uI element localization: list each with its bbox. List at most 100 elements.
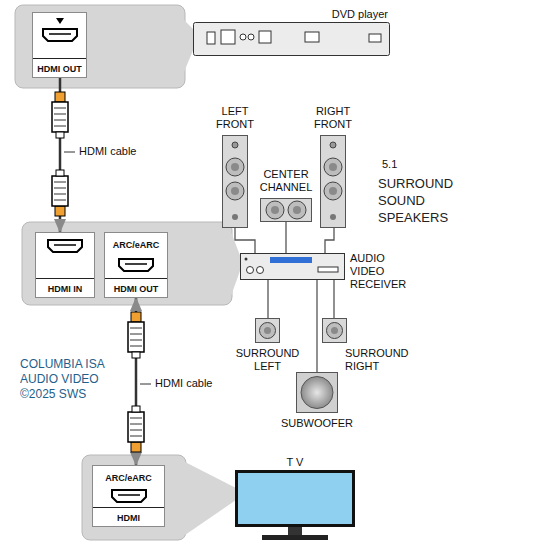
drawing-part — [261, 199, 312, 222]
speaker-wire — [325, 228, 334, 253]
drawing-part — [318, 267, 338, 272]
av-receiver: AUDIO VIDEO RECEIVER — [240, 253, 345, 280]
drawing-part — [257, 267, 264, 274]
front-speaker: LEFT FRONT — [222, 135, 248, 228]
tv-base — [262, 535, 328, 540]
device-label: T V — [287, 456, 304, 469]
front-speaker: RIGHT FRONT — [320, 135, 346, 228]
surround-speaker-drawing — [322, 318, 347, 343]
system-label: 5.1 — [382, 158, 422, 171]
drawing-part — [245, 258, 248, 261]
speaker-wire — [235, 228, 255, 253]
drawing-part — [248, 34, 254, 40]
device-label: SUBWOOFER — [281, 417, 353, 430]
drawing-part — [207, 32, 215, 44]
drawing-part — [329, 163, 337, 171]
cable-label: HDMI cable — [77, 145, 138, 158]
hdmi-plug — [52, 92, 68, 138]
subwoofer-drawing — [296, 372, 338, 413]
port-label: HDMI OUT — [114, 284, 159, 295]
dvd-player: DVD player — [193, 22, 390, 56]
device-label: DVD player — [332, 8, 388, 21]
port-icon-wrap — [33, 13, 86, 43]
label-row: ARC/eARC — [105, 233, 167, 251]
drawing-part — [112, 490, 146, 502]
direction-triangle — [56, 18, 64, 25]
drawing-part — [293, 206, 301, 214]
system-label: SURROUND SOUND SPEAKERS — [378, 175, 470, 226]
drawing-part — [297, 373, 338, 413]
drawing-part — [194, 23, 390, 56]
drawing-part — [321, 136, 346, 228]
port-label: ARC/eARC — [105, 473, 152, 484]
drawing-part — [125, 263, 147, 265]
port-label: HDMI IN — [48, 284, 83, 295]
label-row: HDMI OUT — [33, 58, 86, 77]
drawing-part — [324, 182, 342, 200]
callout-panel — [15, 5, 185, 88]
speaker-wire — [285, 222, 286, 253]
copyright-watermark: COLUMBIA ISA AUDIO VIDEO ©2025 SWS — [20, 357, 120, 402]
front-speaker-drawing — [320, 135, 346, 228]
hdmi-port-symbol — [116, 257, 156, 273]
label-row: HDMI — [93, 507, 164, 526]
subwoofer: SUBWOOFER — [296, 372, 338, 413]
drawing-part — [247, 267, 254, 274]
speaker-wire — [333, 280, 334, 318]
device-label: SURROUND LEFT — [235, 347, 301, 373]
dvd-player-drawing — [193, 22, 390, 56]
speaker-wire — [316, 280, 317, 372]
hdmi-port-box: ARC/eARC HDMI — [92, 465, 165, 527]
drawing-part — [270, 257, 312, 263]
callout-wedge — [184, 20, 194, 72]
surround-speaker: SURROUND RIGHT — [322, 318, 347, 343]
drawing-part — [271, 206, 279, 214]
callout-wedge — [231, 232, 241, 296]
speaker-wire — [267, 280, 268, 318]
drawing-part — [330, 214, 336, 220]
television: T V — [235, 470, 355, 527]
hdmi-port-symbol — [45, 238, 85, 254]
device-label: RIGHT FRONT — [309, 105, 357, 131]
port-label: HDMI — [117, 513, 140, 524]
label-row: HDMI IN — [36, 278, 94, 297]
drawing-part — [288, 201, 306, 219]
drawing-part — [231, 163, 239, 171]
drawing-part — [329, 187, 337, 195]
cable-label: HDMI cable — [153, 377, 214, 390]
device-label: AUDIO VIDEO RECEIVER — [350, 252, 412, 291]
drawing-part — [260, 323, 276, 339]
port-icon-wrap — [105, 257, 167, 273]
callout-panels — [15, 5, 232, 540]
drawing-part — [231, 187, 239, 195]
drawing-part — [330, 142, 336, 148]
drawing-part — [327, 323, 343, 339]
callout-panel — [82, 455, 186, 540]
hdmi-plug — [128, 406, 144, 452]
front-speaker-drawing — [222, 135, 248, 228]
leader-line — [140, 384, 151, 385]
drawing-part — [305, 32, 319, 42]
drawing-part — [232, 214, 238, 220]
drawing-part — [56, 18, 64, 24]
hdmi-port-box: HDMI OUT — [32, 12, 87, 78]
device-label: LEFT FRONT — [211, 105, 259, 131]
center-speaker-drawing — [260, 198, 312, 222]
device-label: SURROUND RIGHT — [345, 347, 411, 373]
callout-panel — [22, 222, 232, 305]
drawing-part — [49, 33, 71, 35]
drawing-part — [43, 29, 77, 41]
leader-line — [64, 152, 75, 153]
drawing-part — [226, 182, 244, 200]
callout-wedges — [184, 20, 241, 535]
drawing-part — [369, 34, 381, 42]
drawing-part — [331, 327, 338, 334]
drawing-part — [256, 319, 280, 343]
label-row: HDMI OUT — [105, 278, 167, 297]
tv-stand — [262, 527, 328, 540]
drawing-part — [226, 158, 244, 176]
surround-speaker: SURROUND LEFT — [255, 318, 280, 343]
drawing-part — [54, 244, 76, 246]
drawing-part — [264, 327, 271, 334]
